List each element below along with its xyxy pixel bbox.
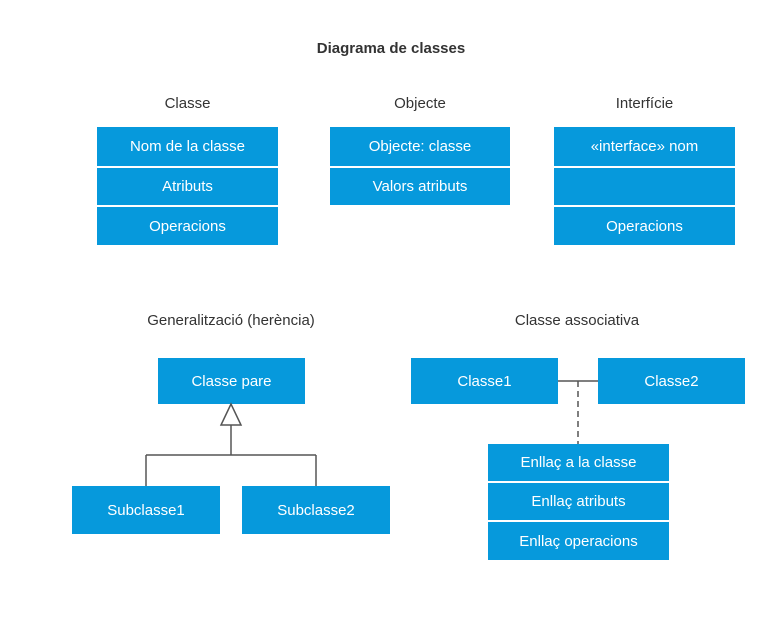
inheritance-arrow-icon bbox=[219, 402, 243, 426]
subclass1-box: Subclasse1 bbox=[72, 486, 220, 534]
class2-box: Classe2 bbox=[598, 358, 745, 404]
diagram-title: Diagrama de classes bbox=[316, 40, 466, 57]
parent-class-box: Classe pare bbox=[158, 358, 305, 404]
object-name-row: Objecte: classe bbox=[330, 127, 510, 166]
object-values-row: Valors atributs bbox=[330, 168, 510, 205]
class-block-label: Classe bbox=[164, 95, 211, 112]
link-attributes-row: Enllaç atributs bbox=[488, 483, 669, 520]
generalization-label: Generalització (herència) bbox=[147, 312, 315, 329]
link-class-row: Enllaç a la classe bbox=[488, 444, 669, 481]
association-label: Classe associativa bbox=[514, 312, 640, 329]
link-operations-row: Enllaç operacions bbox=[488, 522, 669, 560]
interface-name-row: «interface» nom bbox=[554, 127, 735, 166]
interface-operations-row: Operacions bbox=[554, 207, 735, 245]
class1-box: Classe1 bbox=[411, 358, 558, 404]
class-attributes-row: Atributs bbox=[97, 168, 278, 205]
subclass2-box: Subclasse2 bbox=[242, 486, 390, 534]
interface-empty-row bbox=[554, 168, 735, 205]
object-block-label: Objecte bbox=[394, 95, 446, 112]
class-operations-row: Operacions bbox=[97, 207, 278, 245]
interface-block-label: Interfície bbox=[615, 95, 674, 112]
class-name-row: Nom de la classe bbox=[97, 127, 278, 166]
